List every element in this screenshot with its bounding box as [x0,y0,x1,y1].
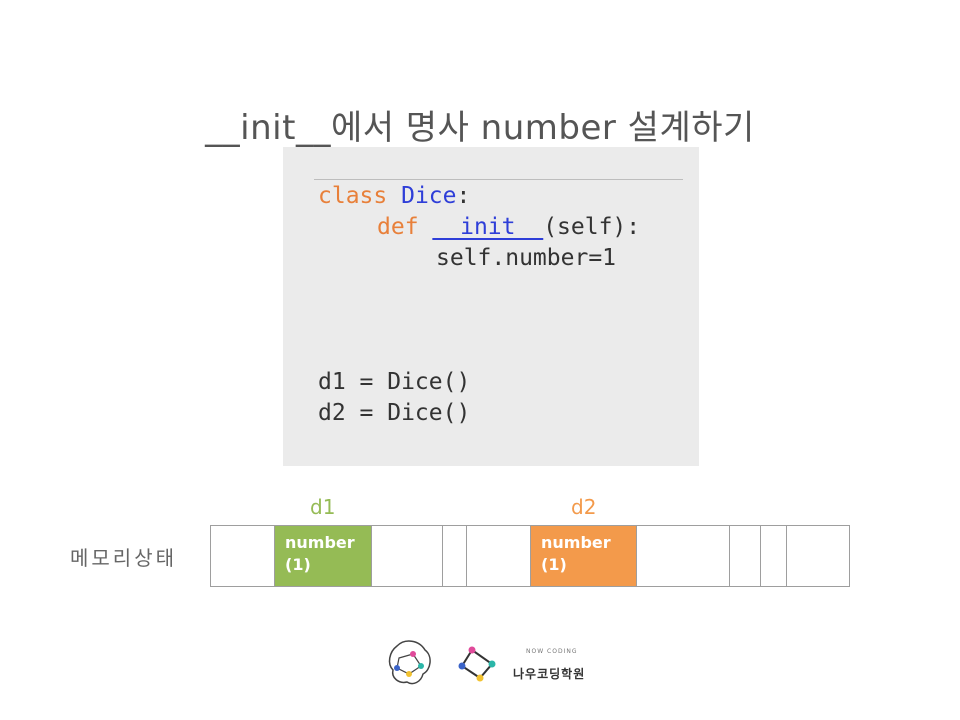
code-params: (self): [543,214,641,240]
memory-state-label: 메모리상태 [70,546,177,570]
memory-cell-divider [466,525,467,587]
keyword-def: def [377,214,419,240]
keyword-class: class [318,183,388,209]
memory-cell-divider [636,525,637,587]
class-name: Dice [401,183,457,209]
code-panel [283,147,699,466]
memory-cell-divider [530,525,531,587]
code-line-class: class Dice: [318,181,470,212]
object-field-name: number [285,533,355,552]
memory-cell-divider [442,525,443,587]
logo-subtitle: NOW CODING [526,648,578,655]
var-label-d1: d1 [310,495,336,519]
memory-cell-divider [760,525,761,587]
memory-object-d1: number (1) [275,526,371,586]
memory-object-d2: number (1) [531,526,636,586]
memory-cell-divider [210,525,211,587]
memory-cell-divider [786,525,787,587]
code-line-d2: d2 = Dice() [318,400,471,426]
footer-logo: NOW CODING 나우코딩학원 [385,636,605,692]
slide-title: __init__에서 명사 number 설계하기 [205,108,755,148]
logo-text: 나우코딩학원 [513,667,586,681]
code-punct: : [456,183,471,209]
code-line-def: def __init__(self): [377,212,640,243]
code-line-assign: self.number=1 [436,245,617,271]
brain-logo-icon [388,640,431,685]
object-field-value: (1) [285,555,311,574]
method-name: __init__ [432,214,544,240]
memory-cell-divider [371,525,372,587]
diamond-logo-icon [458,646,496,682]
code-line-d1: d1 = Dice() [318,369,471,395]
var-label-d2: d2 [571,495,597,519]
memory-cell-divider [729,525,730,587]
object-field-name: number [541,533,611,552]
code-divider [314,179,683,180]
object-field-value: (1) [541,555,567,574]
memory-cell-divider [849,525,850,587]
memory-cell-divider [274,525,275,587]
